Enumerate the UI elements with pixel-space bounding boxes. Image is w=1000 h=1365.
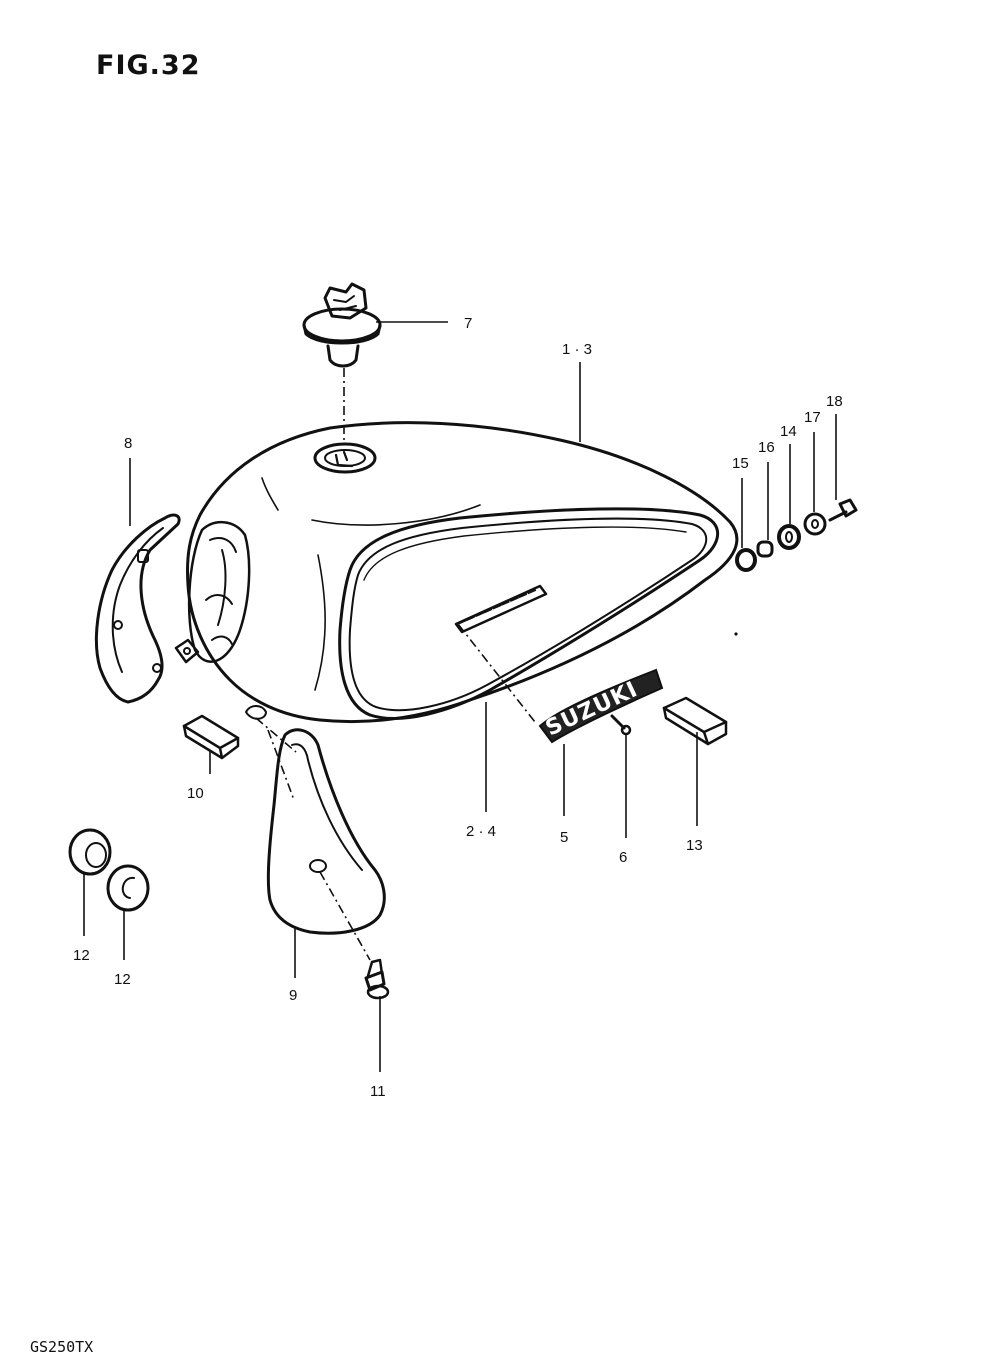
screw-6 bbox=[610, 714, 632, 736]
fuel-tank bbox=[174, 421, 739, 724]
figure-title: FIG.32 bbox=[96, 50, 201, 81]
callout-18: 18 bbox=[826, 393, 843, 410]
washer-15 bbox=[735, 548, 757, 572]
emblem-text: SUZUKI bbox=[542, 677, 642, 741]
callout-10: 10 bbox=[187, 785, 204, 802]
cushion-13 bbox=[662, 696, 728, 746]
front-panel-part bbox=[94, 513, 181, 704]
side-cover-part bbox=[266, 728, 386, 935]
callout-15: 15 bbox=[732, 455, 749, 472]
cushion-14 bbox=[777, 524, 801, 550]
stray-dot bbox=[734, 632, 738, 636]
callout-8: 8 bbox=[124, 435, 132, 452]
callout-12a: 12 bbox=[73, 947, 90, 964]
cushion-12a bbox=[68, 828, 112, 876]
callout-11: 11 bbox=[370, 1083, 386, 1100]
callout-7: 7 bbox=[464, 315, 472, 332]
model-code: GS250TX bbox=[30, 1338, 94, 1356]
callout-2-4: 2 · 4 bbox=[466, 823, 496, 840]
suzuki-emblem: SUZUKI bbox=[538, 668, 664, 744]
assembly-lines bbox=[255, 368, 548, 961]
leader-lines bbox=[83, 321, 837, 1072]
cushion-10 bbox=[182, 714, 240, 760]
callout-13: 13 bbox=[686, 837, 703, 854]
bolt-11 bbox=[364, 958, 390, 1000]
washer-17 bbox=[803, 512, 827, 536]
callout-16: 16 bbox=[758, 439, 775, 456]
callout-14: 14 bbox=[780, 423, 797, 440]
fuel-cap bbox=[302, 282, 382, 368]
bolt-18 bbox=[828, 498, 858, 522]
side-line-trim bbox=[338, 507, 720, 720]
callout-12b: 12 bbox=[114, 971, 131, 988]
callout-1-3: 1 · 3 bbox=[562, 341, 592, 358]
callout-9: 9 bbox=[289, 987, 297, 1004]
callout-6: 6 bbox=[619, 849, 627, 866]
callout-17: 17 bbox=[804, 409, 821, 426]
callout-5: 5 bbox=[560, 829, 568, 846]
collar-16 bbox=[756, 540, 774, 558]
filler-neck bbox=[313, 442, 377, 474]
cushion-12b bbox=[106, 864, 150, 912]
